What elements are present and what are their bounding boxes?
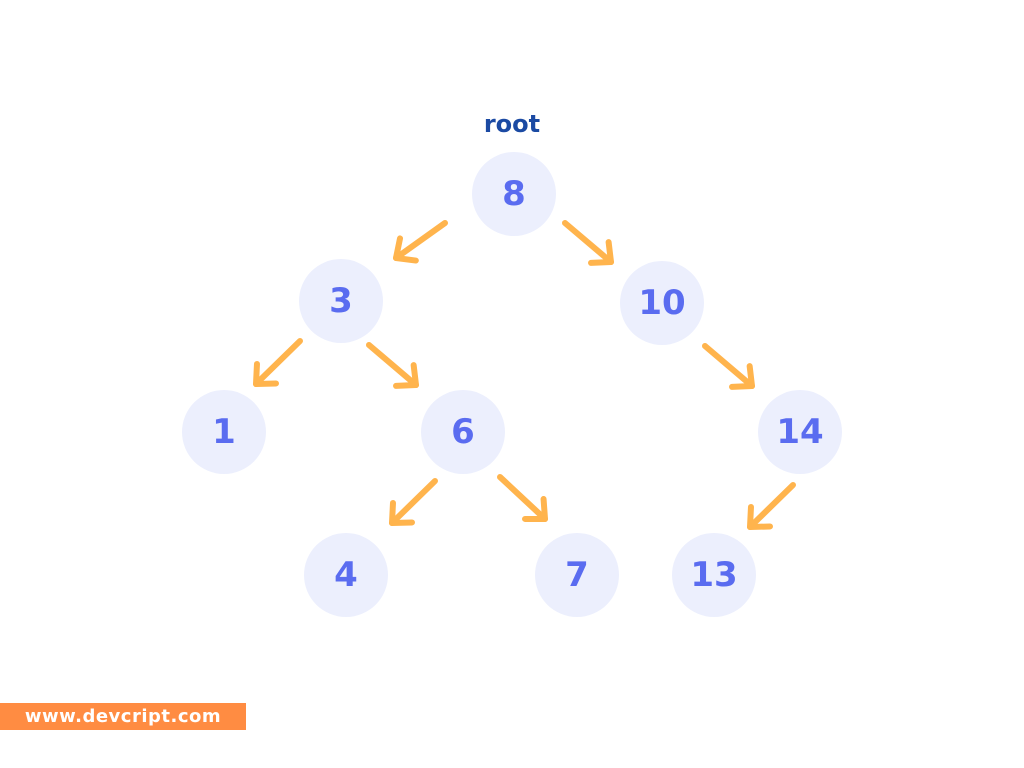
tree-node-8: 8 xyxy=(472,152,556,236)
tree-node-1: 1 xyxy=(182,390,266,474)
arrow-shaft xyxy=(562,220,614,265)
arrow-head-icon xyxy=(747,504,773,530)
edge-arrow-n3-n1 xyxy=(253,338,303,387)
edge-arrow-n8-n3 xyxy=(393,220,448,264)
tree-node-7: 7 xyxy=(535,533,619,617)
edge-arrow-n14-n13 xyxy=(747,482,796,530)
node-circle xyxy=(535,533,619,617)
node-circle xyxy=(304,533,388,617)
arrow-shaft xyxy=(389,478,438,526)
node-value: 7 xyxy=(565,555,589,595)
arrow-head-icon xyxy=(393,362,419,389)
tree-node-10: 10 xyxy=(620,261,704,345)
tree-node-13: 13 xyxy=(672,533,756,617)
node-circle xyxy=(472,152,556,236)
node-circle xyxy=(620,261,704,345)
arrow-shaft xyxy=(497,474,548,522)
tree-node-4: 4 xyxy=(304,533,388,617)
tree-node-6: 6 xyxy=(421,390,505,474)
arrow-shaft xyxy=(702,343,755,389)
edge-arrow-n6-n4 xyxy=(389,478,438,526)
node-value: 10 xyxy=(638,283,685,323)
root-label: root xyxy=(483,110,541,138)
watermark: www.devcript.com xyxy=(0,703,246,730)
arrow-head-icon xyxy=(389,500,415,526)
node-value: 8 xyxy=(502,174,526,214)
arrow-head-icon xyxy=(522,496,548,522)
node-value: 4 xyxy=(334,555,358,595)
arrow-shaft xyxy=(747,482,796,530)
tree-node-3: 3 xyxy=(299,259,383,343)
node-circle xyxy=(299,259,383,343)
node-value: 14 xyxy=(776,412,823,452)
edge-arrow-n3-n6 xyxy=(366,342,419,389)
node-circle xyxy=(421,390,505,474)
node-circle xyxy=(182,390,266,474)
edge-arrow-n10-n14 xyxy=(702,343,755,390)
node-value: 6 xyxy=(451,412,475,452)
arrow-head-icon xyxy=(393,235,419,264)
edge-arrow-n8-n10 xyxy=(562,220,614,266)
tree-node-14: 14 xyxy=(758,390,842,474)
node-value: 13 xyxy=(690,555,737,595)
arrow-head-icon xyxy=(253,361,279,387)
arrow-shaft xyxy=(366,342,419,388)
arrow-head-icon xyxy=(729,363,755,390)
arrow-shaft xyxy=(253,338,303,387)
node-circle xyxy=(672,533,756,617)
arrow-shaft xyxy=(393,220,448,261)
arrow-head-icon xyxy=(588,239,614,266)
node-value: 1 xyxy=(212,412,236,452)
edge-arrow-n6-n7 xyxy=(497,474,548,522)
node-circle xyxy=(758,390,842,474)
node-value: 3 xyxy=(329,281,353,321)
